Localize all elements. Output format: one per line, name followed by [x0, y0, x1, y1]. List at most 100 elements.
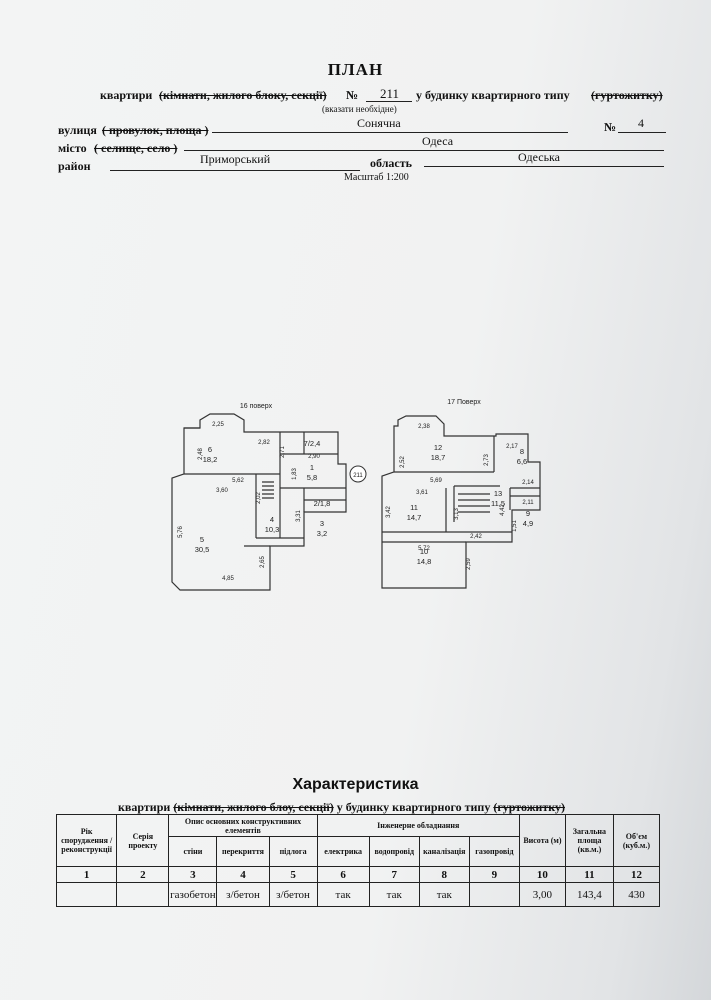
room-number: 13: [494, 489, 502, 498]
column-number-7: 7: [368, 866, 420, 883]
column-number-1: 1: [55, 866, 118, 883]
dimension-label: 2,52: [400, 456, 406, 468]
dimension-label: 3,31: [296, 510, 302, 522]
dimension-label: 2,38: [418, 424, 430, 430]
room-number: 9: [526, 509, 530, 518]
dimension-label: 2,71: [280, 446, 286, 458]
dimension-label: 2,65: [260, 556, 266, 568]
room-number: 6: [208, 445, 212, 454]
street-strike: ( провулок, площа ): [102, 123, 209, 137]
value-cell-12: 430: [612, 882, 661, 907]
apartment-label: квартири: [100, 88, 153, 102]
column-number-10: 10: [518, 866, 566, 883]
header-total-area: Загальна площа (кв.м.): [564, 814, 614, 867]
house-no-sign: №: [604, 120, 617, 134]
header-height: Висота (м): [518, 814, 566, 867]
dimension-label: 2,14: [522, 480, 534, 486]
dimension-label: 2,73: [484, 454, 490, 466]
dimension-label: 3,42: [386, 506, 392, 518]
column-number-3: 3: [168, 866, 218, 883]
header-walls: стіни: [168, 836, 218, 867]
dimension-label: 2,02: [256, 492, 262, 504]
apartment-no-sign: №: [346, 88, 359, 102]
header-year: Рік спорудження / реконструкції: [55, 814, 118, 867]
header-sewer: каналізація: [418, 836, 470, 867]
city-strike: ( селище, село ): [94, 141, 178, 155]
dimension-label: 1,83: [292, 468, 298, 480]
value-cell-7: так: [368, 882, 420, 907]
header-engineering-group: Інженерне обладнання: [316, 814, 520, 837]
apartment-badge: 211: [353, 473, 363, 479]
dimension-label: 2,82: [258, 440, 270, 446]
value-cell-1: [55, 882, 118, 907]
dimension-label: 2,25: [212, 422, 224, 428]
dimension-label: 3,13: [454, 508, 460, 520]
room-area: 3,2: [317, 529, 327, 538]
scale-text: Масштаб 1:200: [344, 172, 409, 183]
dimension-label: 5,72: [418, 546, 430, 552]
column-number-6: 6: [316, 866, 370, 883]
room-number: 12: [434, 443, 442, 452]
street-value: Сонячна: [357, 116, 401, 130]
column-number-2: 2: [116, 866, 170, 883]
floor16-label: 16 поверх: [240, 403, 273, 410]
room-area: 6,6: [517, 457, 527, 466]
value-cell-8: так: [418, 882, 470, 907]
apartment-strike-text: (кімнати, жилого блоку, секції): [159, 88, 327, 102]
dimension-label: 2,48: [198, 448, 204, 460]
room-number: 4: [270, 515, 274, 524]
characteristics-subtitle: квартири (кімнати, жилого блоу, секції) …: [118, 800, 565, 815]
room-area: 18,7: [431, 453, 446, 462]
page-title: ПЛАН: [327, 60, 384, 79]
characteristics-table: Рік спорудження / реконструкції Серія пр…: [55, 814, 661, 907]
floor-plan-drawing: 211 16 поверх 17 Поверх 618,215,87/2,42/…: [171, 399, 541, 591]
city-label: місто: [58, 141, 87, 155]
dimension-label: 3,61: [416, 490, 428, 496]
dimension-label: 4,85: [222, 576, 234, 582]
hint-text: (вказати необхідне): [322, 104, 397, 114]
dimension-label: 3,60: [216, 488, 228, 494]
column-number-12: 12: [612, 866, 661, 883]
characteristics-title: Характеристика: [292, 776, 419, 793]
dimension-label: 5,62: [232, 478, 244, 484]
city-underline: [184, 150, 664, 151]
subtitle-mid: у будинку квартирного типу: [336, 800, 491, 814]
value-cell-3: газобетон: [168, 882, 218, 907]
value-cell-10: 3,00: [518, 882, 566, 907]
dimension-label: 5,69: [430, 478, 442, 484]
room-number: 7/2,4: [304, 439, 321, 448]
value-cell-11: 143,4: [564, 882, 614, 907]
dimension-label: 2,59: [466, 558, 472, 570]
header-water: водопровід: [368, 836, 420, 867]
street-label: вулиця: [58, 123, 97, 137]
value-cell-2: [116, 882, 170, 907]
district-label: район: [58, 159, 91, 173]
subtitle-strike: (кімнати, жилого блоу, секції): [173, 800, 334, 814]
room-number: 11: [410, 503, 418, 512]
region-underline: [424, 166, 664, 167]
district-value: Приморський: [200, 152, 271, 166]
dimension-label: 1,51: [512, 520, 518, 532]
value-cell-4: з/бетон: [216, 882, 270, 907]
header-volume: Об'єм (куб.м.): [612, 814, 661, 867]
apartment-number: 211: [380, 86, 400, 101]
dimension-label: 2,90: [308, 454, 320, 460]
header-flooring: підлога: [268, 836, 318, 867]
region-label: область: [370, 156, 412, 170]
room-number: 5: [200, 535, 204, 544]
room-area: 18,2: [203, 455, 218, 464]
value-cell-5: з/бетон: [268, 882, 318, 907]
room-area: 14,8: [417, 557, 432, 566]
dimension-label: 2,17: [506, 444, 518, 450]
header-series: Серія проекту: [116, 814, 170, 867]
room-area: 30,5: [195, 545, 210, 554]
city-value: Одеса: [422, 134, 454, 148]
value-cell-9: [468, 882, 520, 907]
header-gas: газопровід: [468, 836, 520, 867]
column-number-9: 9: [468, 866, 520, 883]
room-area: 11,5: [491, 499, 505, 508]
room-number: 8: [520, 447, 524, 456]
header-floors: перекриття: [216, 836, 270, 867]
